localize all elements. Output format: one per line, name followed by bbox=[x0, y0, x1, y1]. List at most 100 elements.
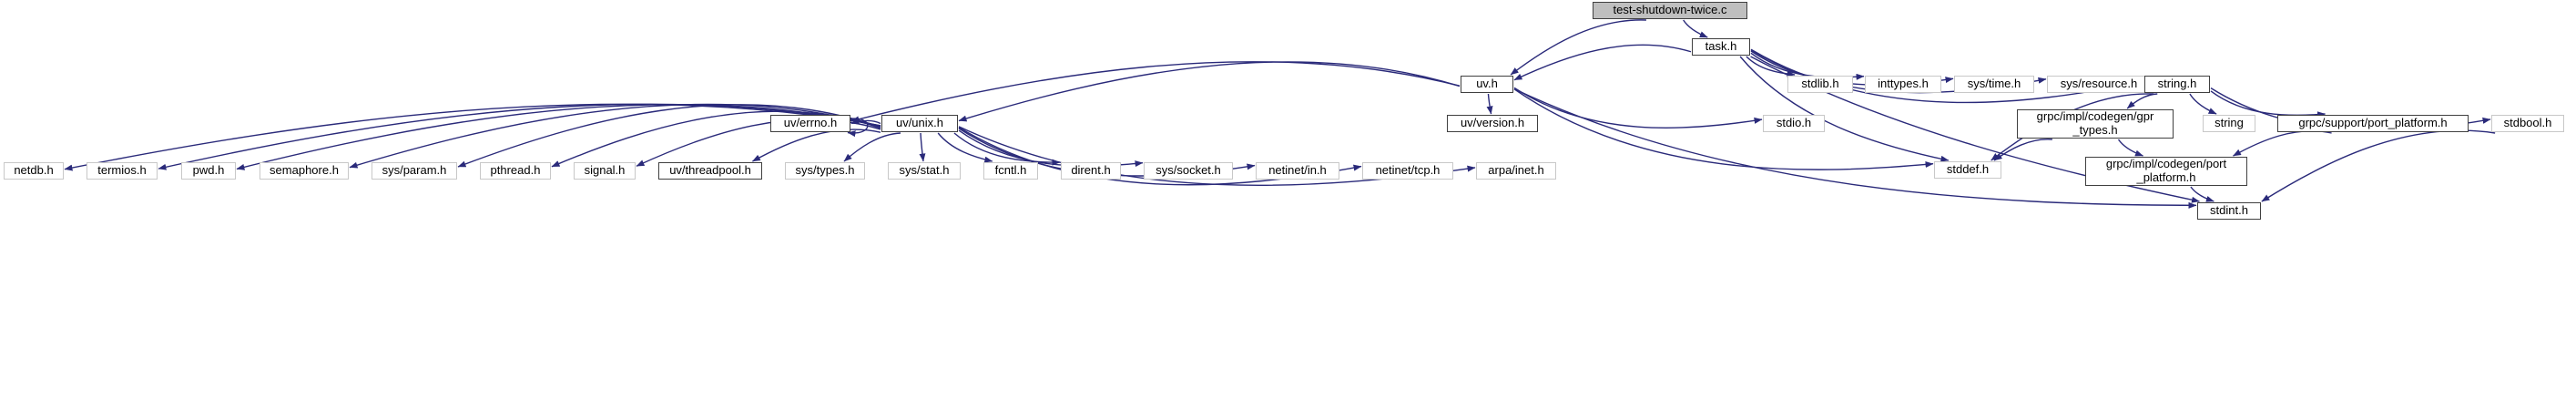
graph-node-label: uv/threadpool.h bbox=[669, 163, 751, 178]
graph-node-label: uv.h bbox=[1476, 77, 1498, 91]
graph-node-label: netinet/in.h bbox=[1268, 163, 1327, 178]
graph-node-stddef[interactable]: stddef.h bbox=[1934, 161, 2001, 179]
graph-edge-root-to-uvh bbox=[1510, 19, 1646, 76]
graph-node-sysparam[interactable]: sys/param.h bbox=[372, 162, 457, 180]
graph-node-string_cpp[interactable]: string bbox=[2203, 115, 2255, 132]
graph-node-fcntl[interactable]: fcntl.h bbox=[983, 162, 1038, 180]
graph-edge-uvunix-to-threadpool bbox=[752, 129, 881, 162]
graph-node-label: task.h bbox=[1705, 39, 1737, 54]
graph-edge-string_h-to-string_cpp bbox=[2189, 93, 2217, 115]
graph-edge-uvunix-to-termios bbox=[158, 103, 881, 170]
graph-node-label: arpa/inet.h bbox=[1488, 163, 1544, 178]
graph-node-systypes[interactable]: sys/types.h bbox=[785, 162, 865, 180]
graph-node-label: sys/socket.h bbox=[1156, 163, 1221, 178]
graph-node-label: uv/errno.h bbox=[783, 116, 838, 130]
graph-node-label: sys/param.h bbox=[382, 163, 447, 178]
graph-node-semaphore[interactable]: semaphore.h bbox=[260, 162, 349, 180]
graph-edge-stdbool-to-stdint bbox=[2261, 129, 2496, 202]
graph-node-task[interactable]: task.h bbox=[1692, 38, 1750, 56]
graph-node-label: stdlib.h bbox=[1801, 77, 1839, 91]
graph-edge-uvunix-to-fcntl bbox=[937, 132, 993, 163]
graph-node-label: stdint.h bbox=[2210, 203, 2248, 218]
graph-node-inttypes[interactable]: inttypes.h bbox=[1865, 76, 1941, 93]
graph-node-label: stddef.h bbox=[1946, 162, 1990, 177]
graph-node-label: sys/time.h bbox=[1967, 77, 2021, 91]
graph-node-uverrno[interactable]: uv/errno.h bbox=[770, 115, 850, 132]
graph-edge-task-to-stdlib bbox=[1746, 56, 1796, 77]
graph-node-label: netdb.h bbox=[14, 163, 54, 178]
graph-edge-gprtypes-to-stddef bbox=[1993, 139, 2052, 161]
graph-edge-task-to-stddef bbox=[1739, 56, 1950, 162]
graph-node-netinettcp[interactable]: netinet/tcp.h bbox=[1362, 162, 1453, 180]
graph-node-label: pthread.h bbox=[490, 163, 541, 178]
graph-node-label: sys/stat.h bbox=[899, 163, 950, 178]
graph-node-label: pwd.h bbox=[192, 163, 225, 178]
graph-edge-uvh-to-stdint bbox=[1513, 87, 2197, 209]
graph-node-netinetin[interactable]: netinet/in.h bbox=[1256, 162, 1339, 180]
graph-edge-uvh-to-uvversion bbox=[1486, 93, 1493, 115]
graph-edge-task-to-uvh bbox=[1513, 44, 1692, 81]
graph-node-label: grpc/impl/codegen/gpr _types.h bbox=[2036, 109, 2154, 137]
graph-node-signal[interactable]: signal.h bbox=[574, 162, 636, 180]
graph-node-pthread[interactable]: pthread.h bbox=[480, 162, 551, 180]
graph-edge-uvh-to-stddef bbox=[1513, 88, 1934, 170]
graph-node-netdb[interactable]: netdb.h bbox=[4, 162, 64, 180]
graph-node-gprtypes[interactable]: grpc/impl/codegen/gpr _types.h bbox=[2017, 109, 2174, 139]
graph-node-sysresource[interactable]: sys/resource.h bbox=[2047, 76, 2151, 93]
graph-edge-uvh-to-uverrno bbox=[850, 61, 1461, 123]
graph-edge-task-to-inttypes bbox=[1750, 52, 1865, 80]
graph-node-string_h[interactable]: string.h bbox=[2144, 76, 2210, 93]
graph-node-termios[interactable]: termios.h bbox=[87, 162, 158, 180]
graph-node-systime[interactable]: sys/time.h bbox=[1954, 76, 2034, 93]
graph-edge-uvh-to-stdio bbox=[1513, 87, 1763, 129]
graph-edge-uvunix-to-semaphore bbox=[349, 103, 881, 169]
graph-node-label: string bbox=[2215, 116, 2244, 130]
graph-edge-codegenport-to-stdint bbox=[2190, 186, 2215, 202]
graph-node-label: stdio.h bbox=[1776, 116, 1812, 130]
graph-node-stdbool[interactable]: stdbool.h bbox=[2491, 115, 2564, 132]
graph-node-label: dirent.h bbox=[1071, 163, 1111, 178]
graph-node-label: string.h bbox=[2157, 77, 2197, 91]
graph-node-label: uv/version.h bbox=[1460, 116, 1525, 130]
graph-node-arpainet[interactable]: arpa/inet.h bbox=[1476, 162, 1556, 180]
graph-node-pwd[interactable]: pwd.h bbox=[181, 162, 236, 180]
graph-node-label: sys/types.h bbox=[795, 163, 855, 178]
graph-node-stdint[interactable]: stdint.h bbox=[2197, 202, 2261, 220]
graph-node-dirent[interactable]: dirent.h bbox=[1061, 162, 1121, 180]
graph-node-uvunix[interactable]: uv/unix.h bbox=[881, 115, 958, 132]
graph-edge-uvunix-to-dirent bbox=[953, 132, 1061, 166]
graph-edge-root-to-task bbox=[1683, 19, 1708, 38]
graph-node-uvversion[interactable]: uv/version.h bbox=[1447, 115, 1538, 132]
graph-node-label: netinet/tcp.h bbox=[1375, 163, 1441, 178]
graph-edge-portplat-to-codegenport bbox=[2233, 129, 2332, 157]
graph-node-stdlib[interactable]: stdlib.h bbox=[1787, 76, 1853, 93]
graph-node-label: sys/resource.h bbox=[2060, 77, 2138, 91]
graph-node-codegenport[interactable]: grpc/impl/codegen/port _platform.h bbox=[2085, 157, 2247, 186]
graph-edge-uvunix-to-syssocket bbox=[958, 129, 1144, 168]
graph-node-label: semaphore.h bbox=[270, 163, 339, 178]
graph-node-label: signal.h bbox=[584, 163, 626, 178]
graph-edge-uvh-to-uvunix bbox=[958, 61, 1461, 122]
graph-node-label: test-shutdown-twice.c bbox=[1613, 3, 1727, 17]
graph-edge-uvunix-to-sysstat bbox=[919, 132, 926, 162]
graph-edge-uvunix-to-uverrno bbox=[850, 118, 881, 125]
graph-node-root[interactable]: test-shutdown-twice.c bbox=[1593, 2, 1747, 19]
graph-edge-string_h-to-gprtypes bbox=[2126, 93, 2158, 109]
graph-node-label: fcntl.h bbox=[994, 163, 1027, 178]
graph-node-label: uv/unix.h bbox=[895, 116, 944, 130]
graph-node-label: termios.h bbox=[97, 163, 147, 178]
graph-node-syssocket[interactable]: sys/socket.h bbox=[1144, 162, 1233, 180]
graph-node-label: grpc/support/port_platform.h bbox=[2298, 116, 2448, 130]
graph-edge-uvunix-to-systypes bbox=[843, 132, 901, 162]
graph-node-portplat[interactable]: grpc/support/port_platform.h bbox=[2277, 115, 2469, 132]
graph-node-threadpool[interactable]: uv/threadpool.h bbox=[658, 162, 762, 180]
graph-node-sysstat[interactable]: sys/stat.h bbox=[888, 162, 961, 180]
graph-edge-string_h-to-portplat bbox=[2210, 90, 2326, 118]
graph-node-label: inttypes.h bbox=[1878, 77, 1929, 91]
graph-node-uvh[interactable]: uv.h bbox=[1461, 76, 1513, 93]
graph-edge-gprtypes-to-codegenport bbox=[2117, 139, 2143, 157]
graph-node-stdio[interactable]: stdio.h bbox=[1763, 115, 1825, 132]
graph-node-label: grpc/impl/codegen/port _platform.h bbox=[2105, 157, 2227, 184]
